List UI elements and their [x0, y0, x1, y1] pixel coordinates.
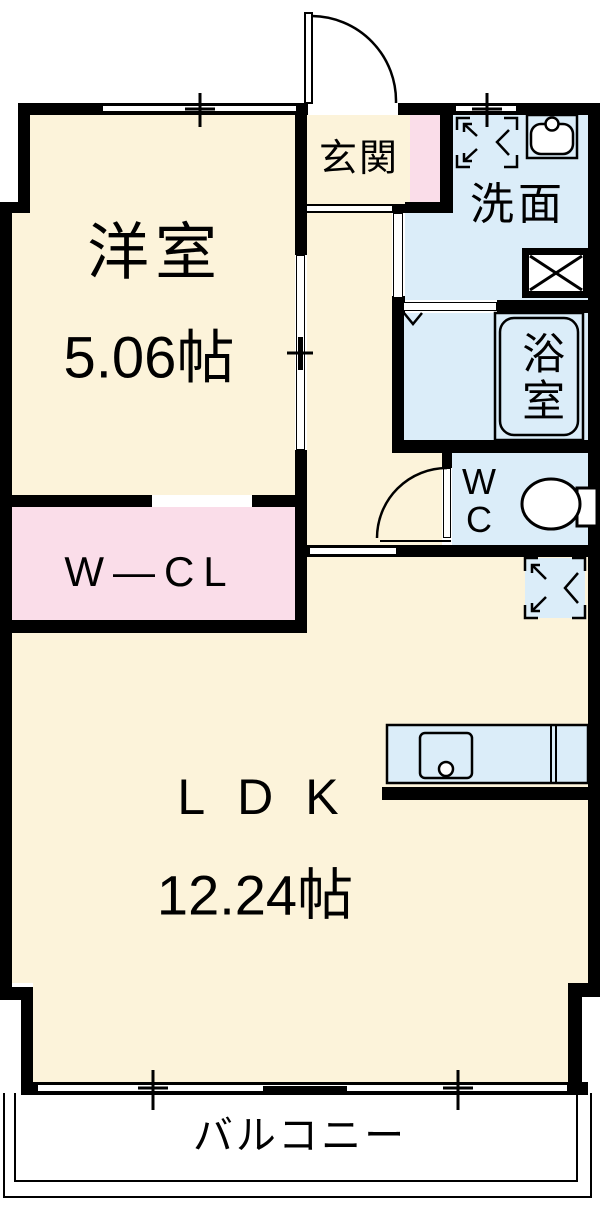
outer-wall-left-step	[0, 202, 30, 213]
outer-wall-left	[21, 1000, 33, 1095]
wcl-north-wall	[252, 495, 307, 507]
ldk-label: LDK	[177, 768, 371, 825]
folding-closet-icon-ldk	[523, 556, 587, 620]
outer-wall-right-step	[568, 983, 600, 997]
shoe-cabinet	[410, 115, 440, 202]
washroom-bath-wall	[497, 300, 600, 313]
western-room-floor	[12, 202, 295, 495]
wc-west-wall	[442, 453, 452, 468]
wcl-south-wall	[0, 620, 307, 633]
entrance-opening	[308, 103, 398, 115]
toilet-icon	[520, 477, 599, 531]
entrance-floor	[307, 115, 410, 205]
kitchen-counter-icon	[385, 723, 590, 785]
western-east-wall	[295, 450, 307, 620]
ldk-size: 12.24帖	[156, 863, 354, 927]
washroom-floor	[405, 213, 453, 300]
ldk-floor	[12, 633, 588, 983]
bath-folding-door-icon	[403, 312, 423, 326]
washroom-bath-wall	[392, 300, 403, 313]
entrance-door-icon	[304, 12, 398, 104]
washroom-label: 洗面	[470, 179, 566, 229]
toilet-label: WC	[462, 461, 496, 540]
outer-wall-left	[0, 213, 12, 1000]
outer-wall-right	[568, 997, 582, 1095]
outer-wall-left	[18, 103, 30, 213]
western-room-label: 洋室	[86, 218, 224, 288]
wcl-north-wall	[12, 495, 152, 507]
entrance-label: 玄関	[318, 138, 400, 181]
sliding-door-center	[298, 337, 303, 370]
sink-icon	[525, 113, 579, 160]
ldk-floor	[33, 983, 568, 1082]
sliding-door-icon	[393, 213, 403, 298]
hallway-floor	[307, 213, 392, 545]
wcl-label: W—CL	[64, 547, 236, 595]
entrance-step	[307, 204, 392, 213]
window-overlap	[263, 1086, 347, 1095]
shoe-cabinet-wall	[405, 202, 453, 213]
washing-machine-pan-icon	[529, 254, 583, 292]
bath-folding-door-icon	[403, 302, 497, 311]
balcony-rail-inner	[14, 1093, 578, 1182]
kitchen-half-wall	[382, 787, 588, 800]
wcl-opening	[152, 496, 252, 505]
balcony-rail-outer	[3, 1093, 592, 1198]
outer-wall-left-step	[0, 987, 33, 1000]
bath-wc-wall	[392, 440, 600, 453]
bathroom-label: 浴室	[515, 331, 564, 425]
shoe-cabinet-wall	[440, 115, 453, 213]
western-room-floor	[30, 115, 295, 203]
western-room-size: 5.06帖	[63, 325, 235, 391]
folding-closet-icon-washroom	[455, 116, 519, 169]
wc-door-icon	[375, 466, 451, 542]
western-east-wall	[295, 115, 307, 255]
balcony-label: バルコニー	[192, 1114, 408, 1158]
bath-west-wall	[392, 313, 404, 453]
bathtub-icon	[493, 311, 585, 442]
hall-washroom-wall	[392, 204, 405, 213]
sliding-door-icon	[309, 547, 397, 555]
wcl-floor	[12, 507, 295, 620]
